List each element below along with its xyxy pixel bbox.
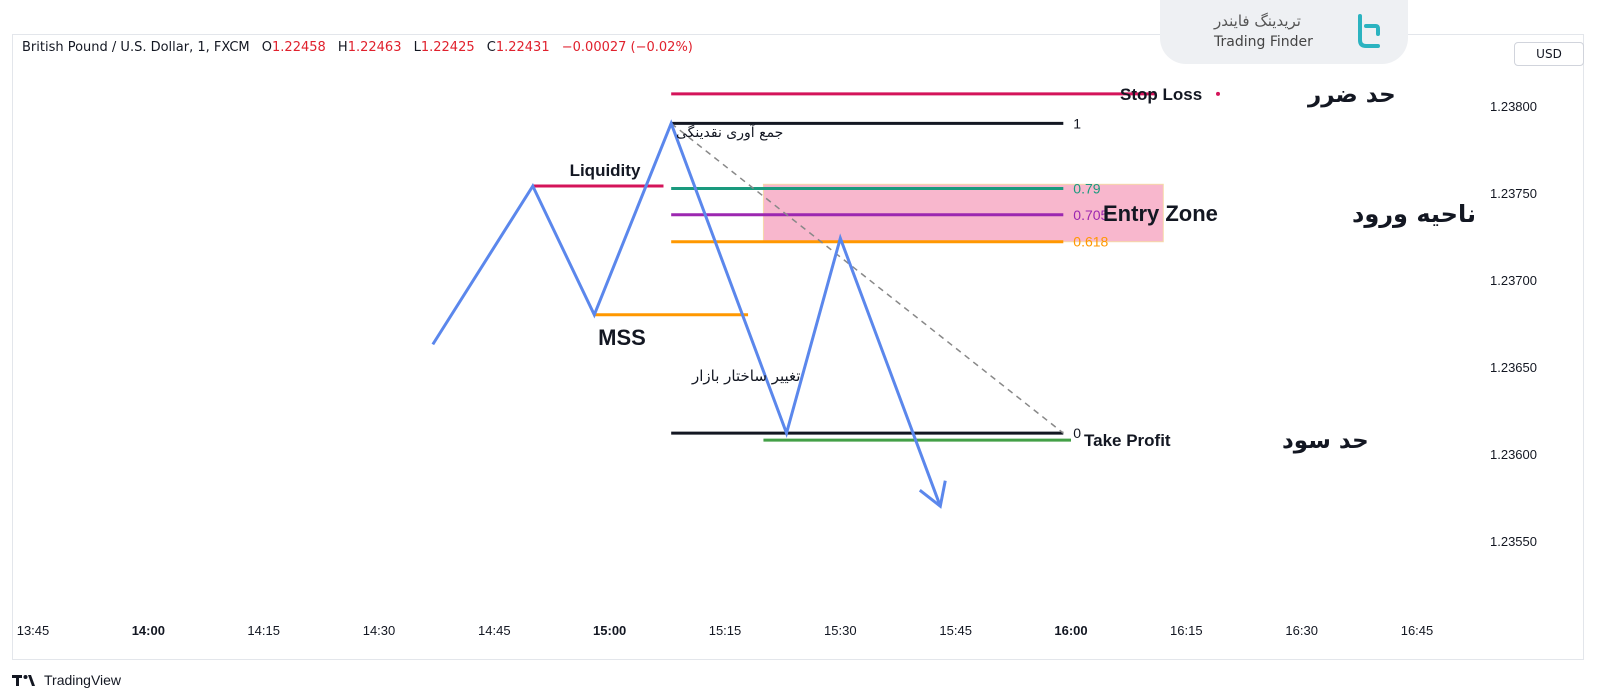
y-tick-label: 1.23750 <box>1490 186 1537 201</box>
symbol-title[interactable]: British Pound / U.S. Dollar, 1, FXCM <box>22 40 250 55</box>
y-tick-label: 1.23800 <box>1490 99 1537 114</box>
chart-frame <box>12 34 1584 660</box>
price-path <box>431 119 947 509</box>
x-tick-label: 15:00 <box>593 623 626 638</box>
liquidity-label-fa: جمع آوری نقدینگی <box>676 124 783 141</box>
arrow-head <box>918 480 947 509</box>
x-tick-label: 14:45 <box>478 623 511 638</box>
brand-name-fa: تریدینگ فایندر <box>1214 12 1301 30</box>
take-profit-label-fa: حد سود <box>1282 428 1369 454</box>
x-tick-label: 14:15 <box>247 623 280 638</box>
x-tick-label: 14:00 <box>132 623 165 638</box>
mss-label-fa: تغییر ساختار بازار <box>691 367 800 385</box>
chart-labels: Stop Loss حد ضرر Liquidity جمع آوری نقدینگی… <box>570 82 1476 454</box>
x-axis: 13:45 14:00 14:15 14:30 14:45 15:00 15:15 15:30… <box>17 623 1434 638</box>
fib-level-label: 1 <box>1073 115 1081 131</box>
x-tick-label: 16:00 <box>1054 623 1087 638</box>
entry-zone-rect <box>762 183 1164 243</box>
brand-name-en: Trading Finder <box>1214 34 1313 50</box>
level-lines <box>532 92 1156 442</box>
tradingview-footer[interactable]: TradingView <box>12 672 121 688</box>
x-tick-label: 15:15 <box>709 623 742 638</box>
high-value: 1.22463 <box>347 40 402 55</box>
fibonacci-retracement: 1 0.79 0.705 0.618 0 <box>670 115 1109 441</box>
tradingview-label: TradingView <box>44 672 122 688</box>
x-tick-label: 15:45 <box>939 623 972 638</box>
entry-zone-label: Entry Zone <box>1103 201 1218 226</box>
symbol-header: British Pound / U.S. Dollar, 1, FXCM O1.… <box>22 40 693 55</box>
stop-loss-dot <box>1216 91 1220 96</box>
y-axis: 1.23800 1.23750 1.23700 1.23650 1.23600 1.235… <box>1490 99 1537 549</box>
x-tick-label: 14:30 <box>363 623 396 638</box>
mss-label: MSS <box>598 325 646 350</box>
entry-zone-label-fa: ناحیه ورود <box>1352 200 1476 228</box>
brand-badge: تریدینگ فایندر Trading Finder <box>1160 0 1408 64</box>
price-zigzag <box>431 119 942 507</box>
liquidity-label: Liquidity <box>570 161 641 180</box>
fib-level-label: 0.79 <box>1073 180 1100 196</box>
low-label: L <box>413 40 421 55</box>
y-tick-label: 1.23550 <box>1490 534 1537 549</box>
y-tick-label: 1.23700 <box>1490 273 1537 288</box>
y-tick-label: 1.23600 <box>1490 447 1537 462</box>
y-tick-label: 1.23650 <box>1490 360 1537 375</box>
x-tick-label: 15:30 <box>824 623 857 638</box>
fib-level-label: 0.618 <box>1073 234 1108 250</box>
stop-loss-label-fa: حد ضرر <box>1307 82 1396 108</box>
trading-finder-logo-icon <box>1358 14 1380 48</box>
close-value: 1.22431 <box>495 40 550 55</box>
x-tick-label: 16:30 <box>1285 623 1318 638</box>
stop-loss-label: Stop Loss <box>1120 85 1202 104</box>
fib-level-label: 0.705 <box>1073 207 1108 223</box>
x-tick-label: 16:45 <box>1401 623 1434 638</box>
change-value: −0.00027 (−0.02%) <box>561 40 693 55</box>
currency-button[interactable]: USD <box>1514 42 1584 66</box>
take-profit-label: Take Profit <box>1084 431 1171 450</box>
x-tick-label: 13:45 <box>17 623 50 638</box>
close-label: C <box>486 40 496 55</box>
fib-level-label: 0 <box>1073 425 1081 441</box>
tradingview-logo-icon <box>12 675 35 686</box>
low-value: 1.22425 <box>420 40 475 55</box>
x-tick-label: 16:15 <box>1170 623 1203 638</box>
high-label: H <box>337 40 348 55</box>
open-value: 1.22458 <box>272 40 326 55</box>
open-label: O <box>261 40 273 55</box>
